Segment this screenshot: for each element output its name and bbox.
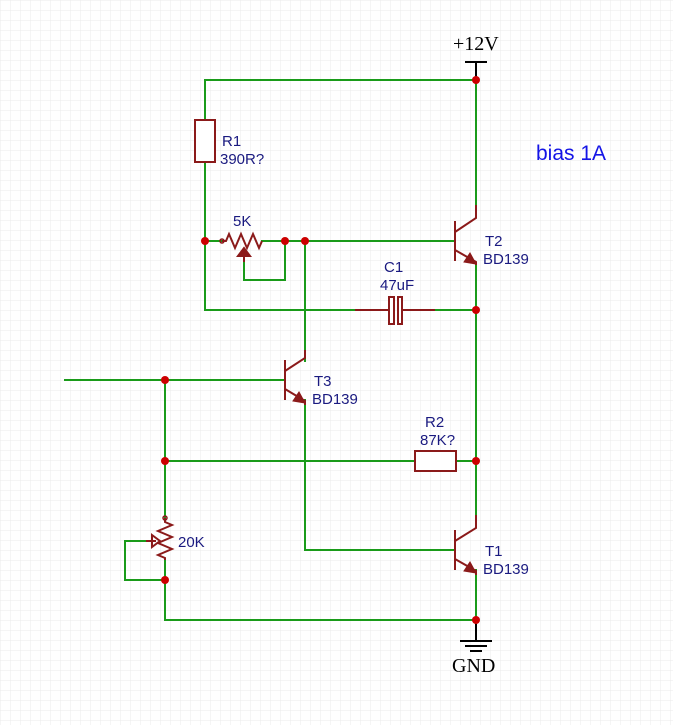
r1-value: 390R?	[220, 151, 264, 168]
potentiometer-20k: 20K	[146, 515, 205, 560]
resistor-r2: R2 87K?	[414, 414, 457, 472]
transistor-t1: T1 BD139	[454, 515, 529, 578]
c1-value: 47uF	[380, 277, 414, 294]
transistor-t3: T3 BD139	[284, 350, 358, 408]
t1-value: BD139	[483, 561, 529, 578]
gnd-label: GND	[452, 655, 495, 677]
r1-ref: R1	[222, 133, 241, 150]
t3-value: BD139	[312, 391, 358, 408]
vcc-label: +12V	[453, 33, 499, 55]
t2-value: BD139	[483, 251, 529, 268]
pot-20k-value: 20K	[178, 534, 205, 551]
r2-ref: R2	[425, 414, 444, 431]
t2-ref: T2	[485, 233, 503, 250]
transistor-t2: T2 BD139	[454, 205, 529, 268]
t1-ref: T1	[485, 543, 503, 560]
potentiometer-5k: 5K	[219, 213, 263, 262]
pot-5k-value: 5K	[233, 213, 251, 230]
bias-note: bias 1A	[536, 142, 606, 165]
capacitor-c1: C1 47uF	[355, 259, 435, 325]
junction-dots	[161, 76, 480, 624]
resistor-r1: R1 390R?	[194, 119, 264, 168]
c1-ref: C1	[384, 259, 403, 276]
r2-value: 87K?	[420, 432, 455, 449]
t3-ref: T3	[314, 373, 332, 390]
